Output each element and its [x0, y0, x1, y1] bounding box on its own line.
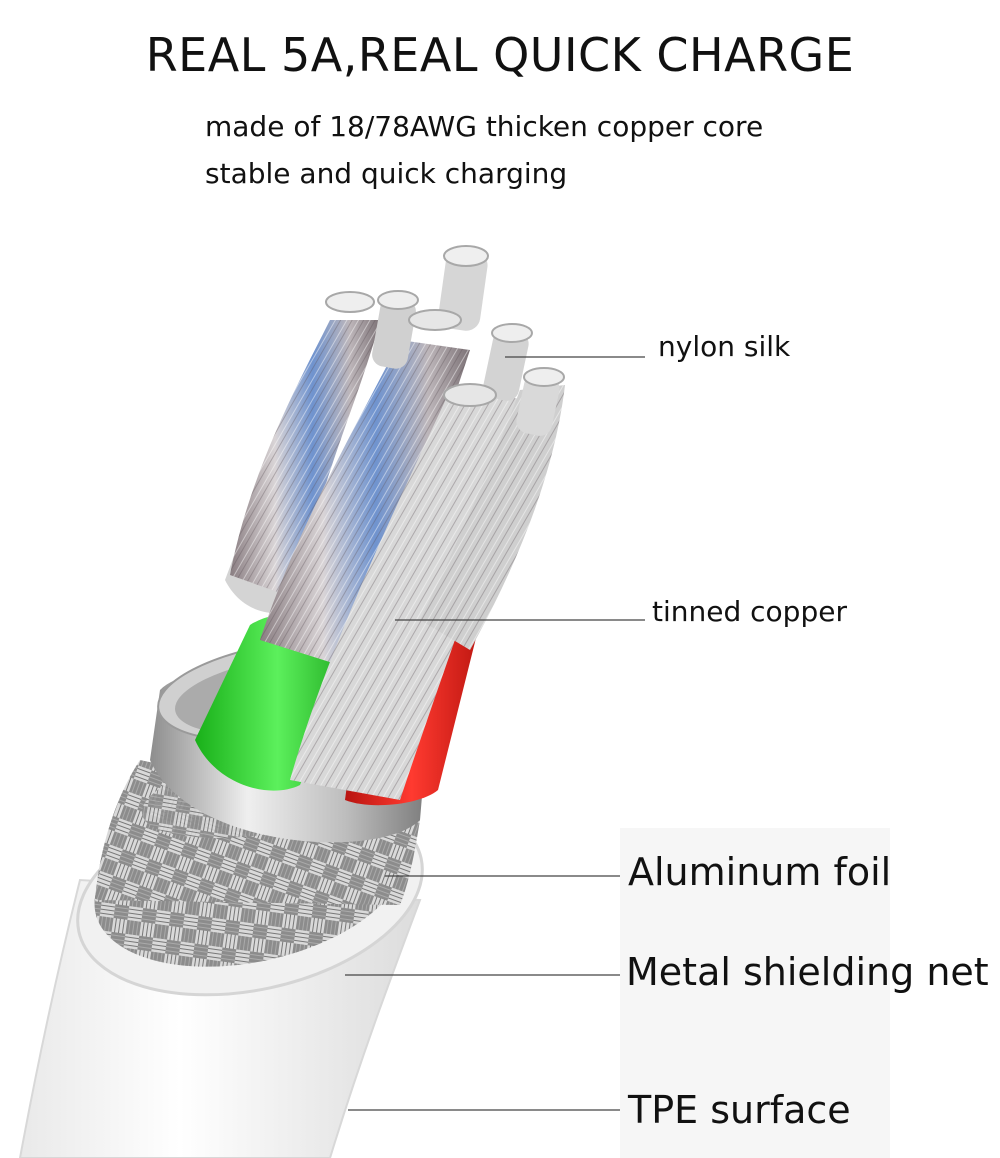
nylon-silk-strands [325, 245, 565, 436]
label-tinned-copper: tinned copper [652, 595, 847, 628]
label-tpe-surface: TPE surface [628, 1088, 851, 1132]
subtitle-line-2: stable and quick charging [205, 157, 568, 190]
label-metal-shielding-net: Metal shielding net [626, 950, 989, 994]
label-aluminum-foil: Aluminum foil [628, 850, 892, 894]
tinned-copper-strands [230, 320, 565, 800]
label-nylon-silk: nylon silk [658, 330, 791, 363]
page-title: REAL 5A,REAL QUICK CHARGE [145, 28, 855, 82]
subtitle-line-1: made of 18/78AWG thicken copper core [205, 110, 764, 143]
leader-lines [345, 356, 645, 1111]
label-backdrop [620, 828, 890, 1158]
